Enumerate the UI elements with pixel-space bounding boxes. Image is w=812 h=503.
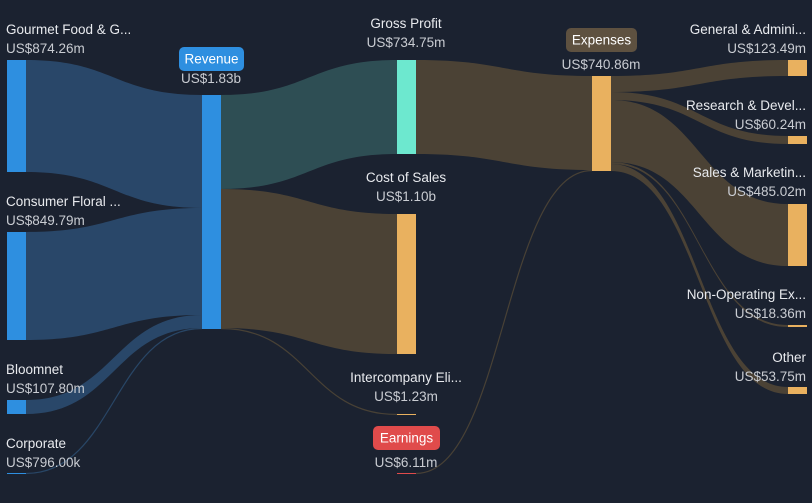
node-label-gross: Gross Profit	[370, 16, 442, 31]
flow-revenue-gross	[221, 60, 397, 189]
node-value-bloomnet: US$107.80m	[6, 381, 85, 396]
node-label-other: Other	[772, 350, 806, 365]
node-value-nonop: US$18.36m	[735, 306, 806, 321]
node-bar-corporate	[7, 473, 26, 474]
flow-gourmet-revenue	[26, 60, 202, 208]
flow-links	[25, 60, 788, 475]
node-value-expenses: US$740.86m	[562, 57, 641, 72]
node-label-cos: Cost of Sales	[366, 170, 447, 185]
node-label-floral: Consumer Floral ...	[6, 194, 121, 209]
node-bar-bloomnet	[7, 400, 26, 414]
node-label-revenue: Revenue	[184, 52, 238, 67]
node-bar-cos	[397, 214, 416, 354]
flow-expenses-other	[611, 164, 788, 394]
flow-expenses-nonop	[611, 162, 788, 327]
node-bar-other	[788, 387, 807, 394]
node-bar-floral	[7, 232, 26, 340]
flow-revenue-cos	[221, 189, 397, 354]
flow-corporate-revenue	[25, 327, 203, 475]
pill-earnings	[373, 426, 440, 450]
node-label-rd: Research & Devel...	[686, 98, 806, 113]
pill-expenses	[566, 28, 637, 52]
flow-gross-expenses	[416, 60, 592, 170]
node-bar-gourmet	[7, 60, 26, 172]
node-label-ga: General & Admini...	[690, 22, 806, 37]
flow-expenses-sm	[611, 100, 788, 266]
node-bar-sm	[788, 204, 807, 266]
node-value-rd: US$60.24m	[735, 117, 806, 132]
node-value-ga: US$123.49m	[727, 41, 806, 56]
node-bar-nonop	[788, 325, 807, 327]
node-label-interco: Intercompany Eli...	[350, 370, 462, 385]
node-value-cos: US$1.10b	[376, 189, 436, 204]
flow-expenses-ga	[611, 60, 788, 92]
node-value-revenue: US$1.83b	[181, 71, 241, 86]
node-bar-interco	[397, 414, 416, 415]
node-value-corporate: US$796.00k	[6, 455, 81, 470]
node-label-corporate: Corporate	[6, 436, 66, 451]
node-bar-expenses	[592, 76, 611, 171]
node-bar-rd	[788, 136, 807, 144]
node-label-sm: Sales & Marketin...	[693, 165, 806, 180]
node-label-gourmet: Gourmet Food & G...	[6, 22, 131, 37]
node-label-earnings: Earnings	[380, 431, 434, 446]
node-value-gross: US$734.75m	[367, 35, 446, 50]
node-bar-earnings	[397, 473, 416, 474]
flow-floral-revenue	[26, 208, 202, 340]
node-value-earnings: US$6.11m	[375, 455, 438, 470]
node-bar-ga	[788, 60, 807, 76]
node-value-interco: US$1.23m	[374, 389, 438, 404]
flow-expenses-rd	[611, 92, 788, 144]
node-value-sm: US$485.02m	[727, 184, 806, 199]
node-value-other: US$53.75m	[735, 369, 806, 384]
node-bar-gross	[397, 60, 416, 154]
node-label-expenses: Expenses	[572, 33, 632, 48]
flow-earnings-expenses	[415, 169, 593, 475]
flow-revenue-interco	[220, 327, 398, 416]
node-value-gourmet: US$874.26m	[6, 41, 85, 56]
node-bar-revenue	[202, 95, 221, 329]
pill-revenue	[179, 47, 244, 71]
node-value-floral: US$849.79m	[6, 213, 85, 228]
flow-bloomnet-revenue	[26, 315, 202, 414]
node-label-nonop: Non-Operating Ex...	[687, 287, 806, 302]
node-label-bloomnet: Bloomnet	[6, 362, 63, 377]
